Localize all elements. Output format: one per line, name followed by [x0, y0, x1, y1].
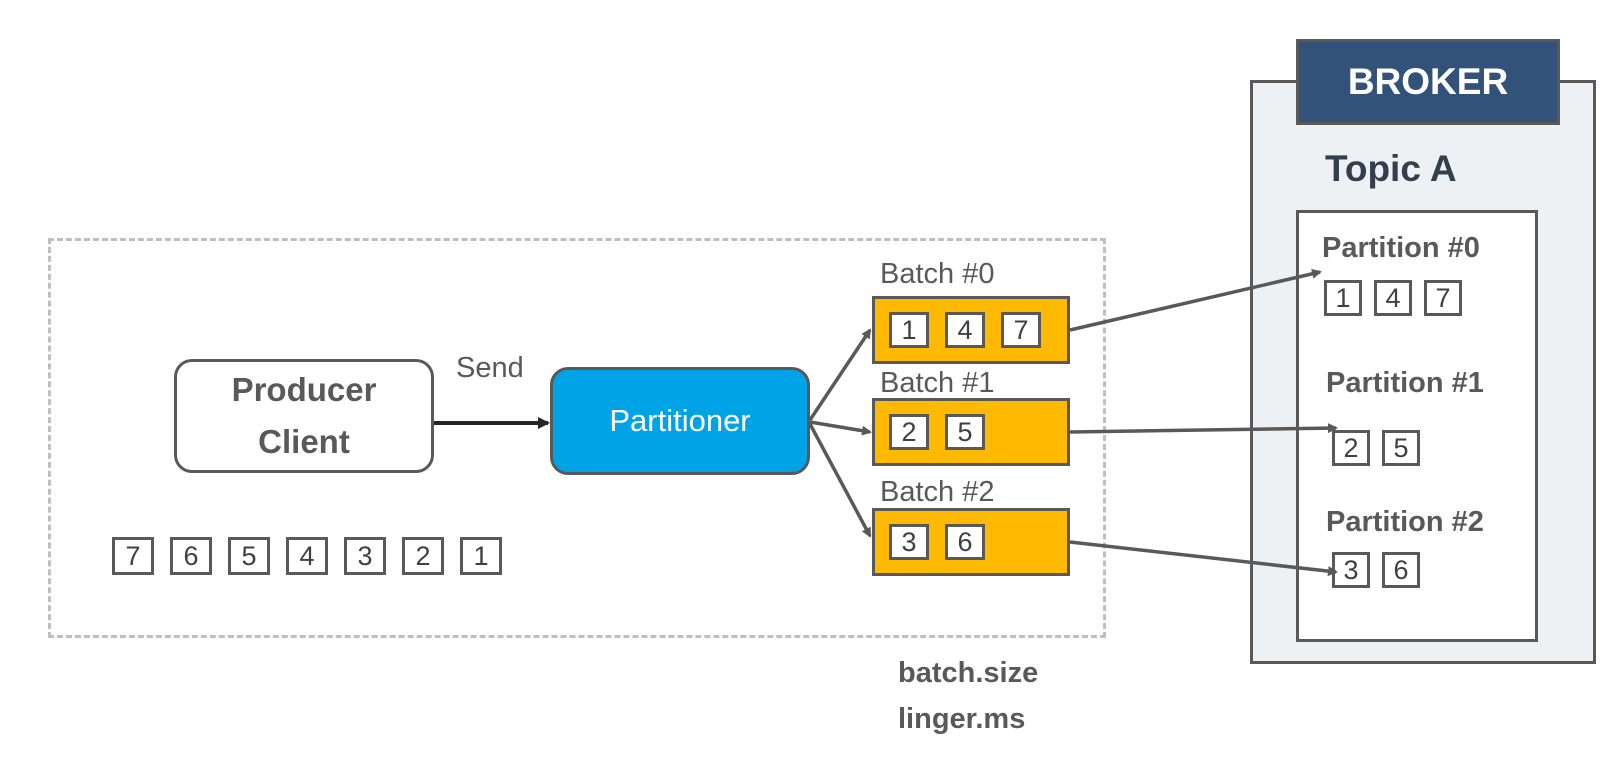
send-label: Send: [456, 352, 524, 384]
topic-label: Topic A: [1325, 148, 1457, 189]
message-queue: 7 6 5 4 3 2 1: [112, 537, 502, 575]
producer-client-line2: Client: [258, 423, 350, 460]
partition-message: 1: [1324, 280, 1362, 316]
producer-client-line1: Producer: [231, 371, 377, 408]
partitioner-label: Partitioner: [609, 403, 751, 438]
batch-message: 4: [945, 312, 985, 348]
partitioner-to-batch-0-arrow: [808, 328, 872, 421]
partition-0-messages: 1 4 7: [1324, 280, 1462, 316]
batch-2-to-partition-2-arrow: [1069, 540, 1338, 577]
batch-0-box: 1 4 7: [872, 296, 1070, 364]
partition-2-label: Partition #2: [1326, 506, 1484, 538]
batch-1-label: Batch #1: [880, 367, 995, 399]
linger-ms-label: linger.ms: [898, 703, 1026, 735]
batch-message: 3: [889, 524, 929, 560]
queue-message: 5: [228, 537, 270, 575]
batch-message: 7: [1001, 312, 1041, 348]
batch-2-label: Batch #2: [880, 476, 995, 508]
partition-2-messages: 3 6: [1332, 552, 1420, 588]
broker-title: BROKER: [1347, 61, 1509, 102]
partition-message: 7: [1424, 280, 1462, 316]
batch-size-label: batch.size: [898, 657, 1039, 689]
producer-client-box: Producer Client: [174, 359, 434, 473]
batch-1-box: 2 5: [872, 398, 1070, 466]
partition-message: 3: [1332, 552, 1370, 588]
batch-0-to-partition-0-arrow: [1069, 268, 1322, 332]
partitioner-box: Partitioner: [550, 367, 810, 475]
partitioner-to-batch-1-arrow: [809, 420, 872, 436]
partition-message: 2: [1332, 430, 1370, 466]
batch-0-label: Batch #0: [880, 258, 995, 290]
config-labels: batch.size linger.ms: [898, 650, 1038, 742]
batch-message: 5: [945, 414, 985, 450]
batch-1-to-partition-1-arrow: [1069, 423, 1338, 434]
partition-1-messages: 2 5: [1332, 430, 1420, 466]
queue-message: 6: [170, 537, 212, 575]
partition-message: 5: [1382, 430, 1420, 466]
partition-message: 4: [1374, 280, 1412, 316]
batch-message: 2: [889, 414, 929, 450]
partition-message: 6: [1382, 552, 1420, 588]
partition-1-label: Partition #1: [1326, 367, 1484, 399]
queue-message: 3: [344, 537, 386, 575]
partitioner-to-batch-2-arrow: [808, 423, 872, 538]
batch-message: 6: [945, 524, 985, 560]
batch-2-box: 3 6: [872, 508, 1070, 576]
queue-message: 7: [112, 537, 154, 575]
queue-message: 4: [286, 537, 328, 575]
broker-header: BROKER: [1296, 39, 1560, 125]
batch-message: 1: [889, 312, 929, 348]
partition-0-label: Partition #0: [1322, 232, 1480, 264]
queue-message: 2: [402, 537, 444, 575]
producer-area: [48, 238, 1106, 638]
queue-message: 1: [460, 537, 502, 575]
